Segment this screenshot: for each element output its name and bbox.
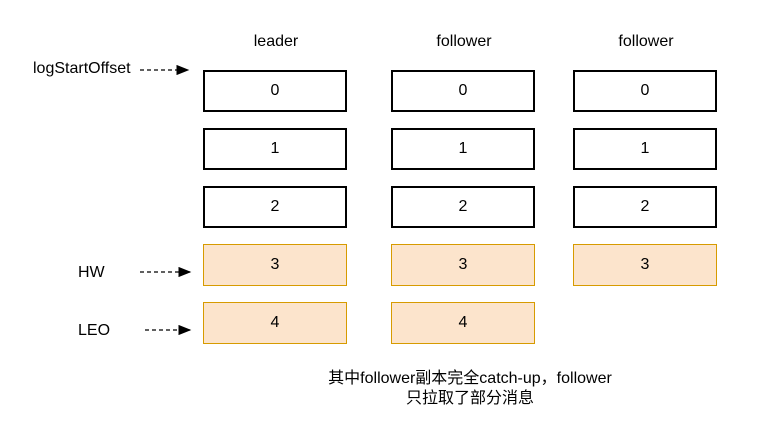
leader-offset-cell: 2	[203, 186, 347, 228]
follower-2-offset-cell-highlighted: 3	[573, 244, 717, 286]
leader-offset-cell-highlighted: 3	[203, 244, 347, 286]
follower-2-offset-cell: 0	[573, 70, 717, 112]
follower-1-offset-cell: 2	[391, 186, 535, 228]
leader-offset-cell-highlighted: 4	[203, 302, 347, 344]
follower-2-offset-cell: 1	[573, 128, 717, 170]
follower-1-offset-cell-highlighted: 4	[391, 302, 535, 344]
follower-1-offset-cell-highlighted: 3	[391, 244, 535, 286]
follower-1-column-header: follower	[436, 33, 492, 50]
caption-line-1: 其中follower副本完全catch-up，follower	[328, 370, 612, 387]
follower-2-column-header: follower	[618, 33, 674, 50]
leader-offset-cell: 1	[203, 128, 347, 170]
hw-label: HW	[78, 264, 105, 281]
follower-1-offset-cell: 1	[391, 128, 535, 170]
leader-column-header: leader	[253, 33, 299, 50]
caption: 其中follower副本完全catch-up，follower 只拉取了部分消息	[300, 369, 640, 409]
leader-offset-cell: 0	[203, 70, 347, 112]
follower-2-offset-cell: 2	[573, 186, 717, 228]
follower-1-offset-cell: 0	[391, 70, 535, 112]
caption-line-2: 只拉取了部分消息	[405, 390, 534, 407]
log-start-offset-label: logStartOffset	[33, 60, 131, 77]
leo-label: LEO	[78, 322, 111, 339]
